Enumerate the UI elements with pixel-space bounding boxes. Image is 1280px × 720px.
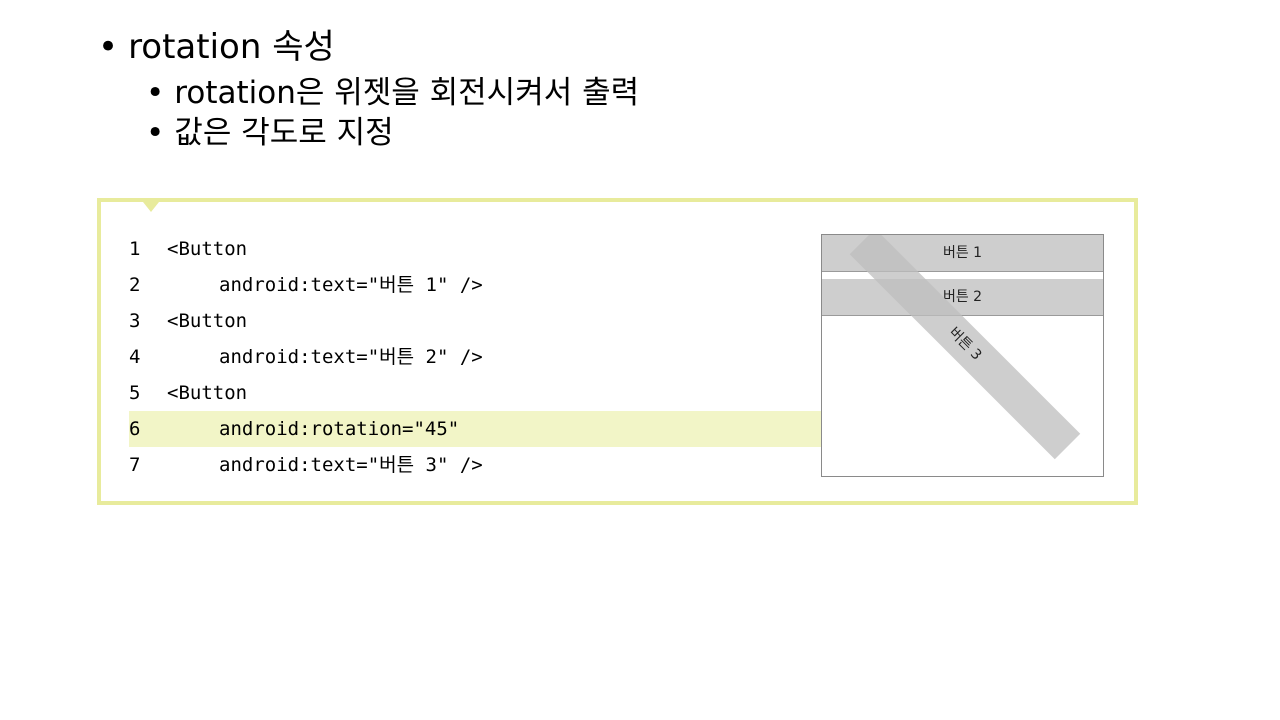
preview-button-2: 버튼 2 bbox=[822, 279, 1103, 316]
bullet-text: rotation 속성 bbox=[128, 27, 335, 67]
code-line-6-highlighted: 6 android:rotation="45" bbox=[129, 411, 822, 447]
code-text: android:rotation="45" bbox=[219, 418, 460, 440]
bullet-dot: • bbox=[146, 75, 165, 111]
line-number: 5 bbox=[129, 382, 141, 404]
layout-preview: 버튼 1 버튼 2 버튼 3 bbox=[821, 234, 1104, 477]
preview-button-label: 버튼 2 bbox=[942, 289, 983, 305]
code-line-2: 2 android:text="버튼 1" /> bbox=[129, 267, 822, 303]
code-text: android:text="버튼 3" /> bbox=[219, 454, 483, 476]
code-text: <Button bbox=[167, 238, 248, 260]
line-number: 7 bbox=[129, 454, 141, 476]
bullet-text: rotation은 위젯을 회전시켜서 출력 bbox=[174, 75, 640, 111]
code-text: android:text="버튼 2" /> bbox=[219, 346, 483, 368]
bullet-rotation-description: •rotation은 위젯을 회전시켜서 출력 bbox=[146, 78, 639, 109]
preview-button-label: 버튼 1 bbox=[942, 245, 983, 261]
bullet-rotation-property: •rotation 속성 bbox=[98, 30, 335, 64]
code-line-3: 3 <Button bbox=[129, 303, 822, 339]
code-listing: 1 <Button 2 android:text="버튼 1" /> 3 <Butto… bbox=[129, 231, 822, 483]
line-number: 4 bbox=[129, 346, 141, 368]
line-number: 3 bbox=[129, 310, 141, 332]
bullet-angle-value: •값은 각도로 지정 bbox=[146, 118, 394, 149]
code-text: android:text="버튼 1" /> bbox=[219, 274, 483, 296]
code-line-1: 1 <Button bbox=[129, 231, 822, 267]
code-line-5: 5 <Button bbox=[129, 375, 822, 411]
code-text: <Button bbox=[167, 382, 248, 404]
line-number: 2 bbox=[129, 274, 141, 296]
line-number: 6 bbox=[129, 418, 141, 440]
bullet-dot: • bbox=[146, 115, 165, 151]
code-example-panel: 1 <Button 2 android:text="버튼 1" /> 3 <Butto… bbox=[97, 198, 1138, 505]
panel-notch bbox=[143, 202, 159, 212]
code-line-7: 7 android:text="버튼 3" /> bbox=[129, 447, 822, 483]
line-number: 1 bbox=[129, 238, 141, 260]
bullet-text: 값은 각도로 지정 bbox=[174, 115, 394, 151]
code-text: <Button bbox=[167, 310, 248, 332]
preview-button-label: 버튼 3 bbox=[945, 324, 985, 364]
bullet-dot: • bbox=[98, 27, 119, 67]
code-line-4: 4 android:text="버튼 2" /> bbox=[129, 339, 822, 375]
